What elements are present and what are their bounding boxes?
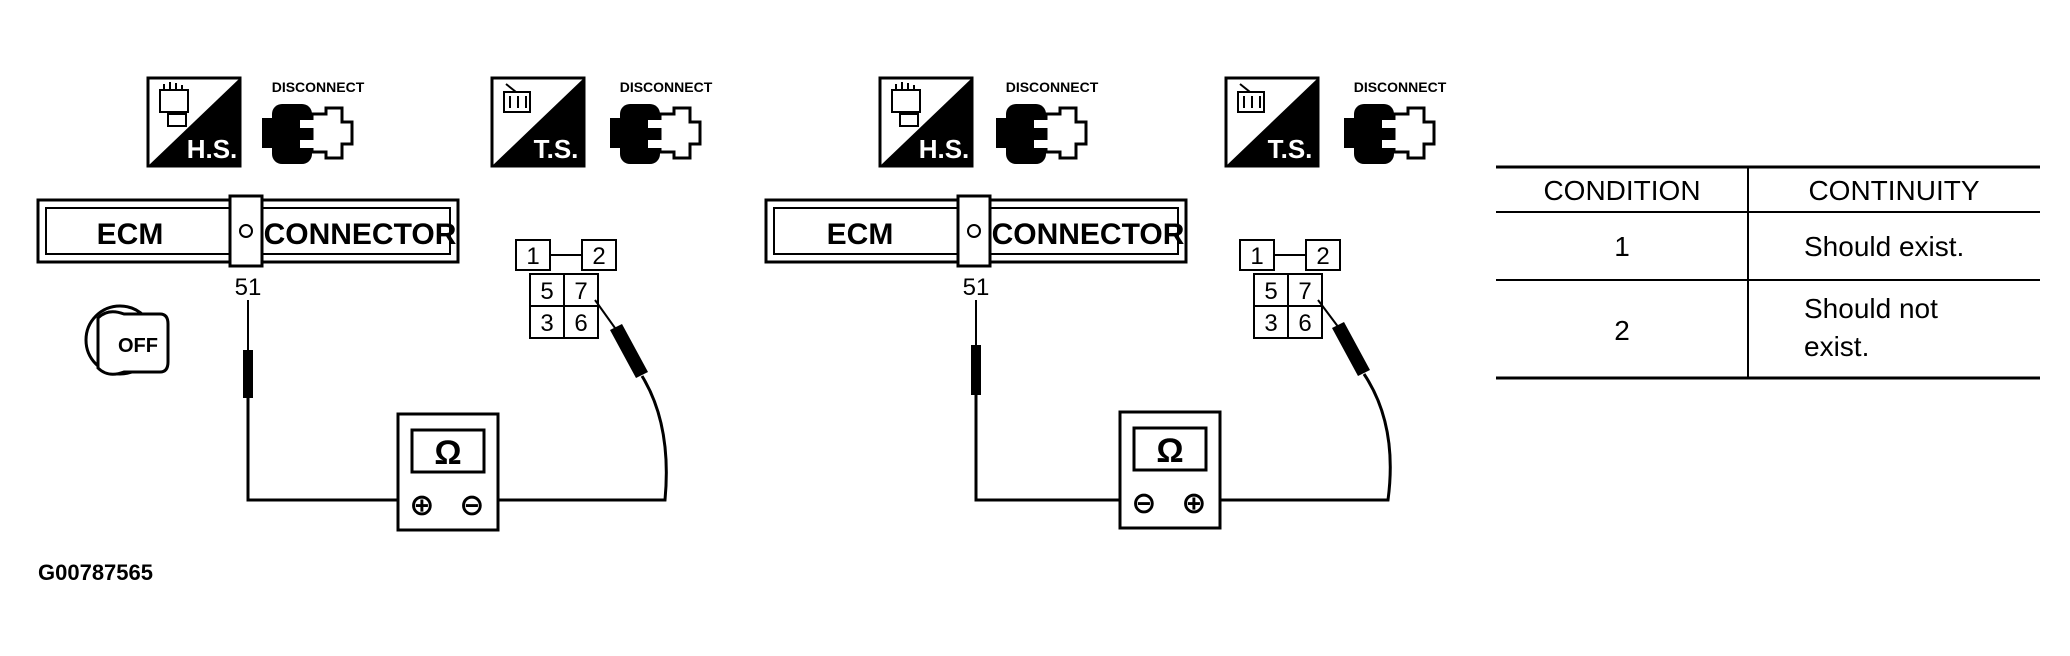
pin-label: 6 <box>1298 310 1311 337</box>
harness-connector: 1 2 5 7 3 6 <box>1239 239 1341 339</box>
pin-label: 3 <box>540 310 553 337</box>
disconnect-icon: DISCONNECT <box>610 79 713 164</box>
pin-label: 1 <box>1250 243 1263 270</box>
pin-label: 2 <box>1316 243 1329 270</box>
test-leads <box>243 299 668 502</box>
ignition-key-icon: OFF <box>84 304 170 376</box>
hand-icon <box>159 82 189 127</box>
ecm-connector: ECM CONNECTOR <box>764 194 1188 268</box>
hs-badge: H.S. <box>146 76 242 168</box>
disconnect-label: DISCONNECT <box>1354 79 1447 95</box>
ohmmeter: Ω ⊖ ⊕ <box>1118 410 1222 530</box>
table-header-continuity: CONTINUITY <box>1808 175 1979 206</box>
disconnect-icon: DISCONNECT <box>1344 79 1447 164</box>
table-cell-continuity: exist. <box>1804 331 1869 362</box>
ts-badge-label: T.S. <box>1268 134 1313 164</box>
harness-connector: 1 2 5 7 3 6 <box>515 239 617 339</box>
ecm-label: ECM <box>97 218 164 251</box>
hs-badge: H.S. <box>878 76 974 168</box>
meter-left-terminal: ⊕ <box>409 489 434 522</box>
ohm-symbol: Ω <box>1156 432 1183 470</box>
ohm-symbol: Ω <box>434 434 461 472</box>
table-cell-continuity: Should exist. <box>1804 231 1964 262</box>
disconnect-icon: DISCONNECT <box>996 79 1099 164</box>
hs-badge-label: H.S. <box>919 134 970 164</box>
pin-label: 1 <box>526 243 539 270</box>
ts-badge: T.S. <box>1224 76 1320 168</box>
pin-label: 3 <box>1264 310 1277 337</box>
disconnect-label: DISCONNECT <box>620 79 713 95</box>
table-cell-condition: 2 <box>1614 315 1630 346</box>
ecm-label: ECM <box>827 218 894 251</box>
plug-icon <box>1237 83 1265 113</box>
ts-badge-label: T.S. <box>534 134 579 164</box>
pin-label: 7 <box>574 278 587 305</box>
meter-right-terminal: ⊕ <box>1181 487 1206 520</box>
table-cell-continuity: Should not <box>1804 293 1938 324</box>
pin-label: 6 <box>574 310 587 337</box>
connector-label: CONNECTOR <box>264 218 457 251</box>
ohmmeter: Ω ⊕ ⊖ <box>396 412 500 532</box>
pin-label: 5 <box>540 278 553 305</box>
ignition-label: OFF <box>118 335 158 357</box>
ecm-connector: ECM CONNECTOR <box>36 194 460 268</box>
disconnect-icon: DISCONNECT <box>262 79 365 164</box>
ts-badge: T.S. <box>490 76 586 168</box>
diagram-right: H.S. DISCONNECT T.S. DISCONNECT <box>764 76 1447 530</box>
terminal-label: 51 <box>235 274 262 301</box>
meter-left-terminal: ⊖ <box>1131 487 1156 520</box>
plug-icon <box>503 83 531 113</box>
disconnect-label: DISCONNECT <box>272 79 365 95</box>
hand-icon <box>891 82 921 127</box>
table-header-condition: CONDITION <box>1543 175 1700 206</box>
table-cell-condition: 1 <box>1614 231 1630 262</box>
connector-label: CONNECTOR <box>992 218 1185 251</box>
pin-label: 2 <box>592 243 605 270</box>
pin-label: 5 <box>1264 278 1277 305</box>
test-leads <box>971 299 1392 502</box>
figure-id: G00787565 <box>38 560 153 585</box>
pin-label: 7 <box>1298 278 1311 305</box>
continuity-table: CONDITION CONTINUITY 1 Should exist. 2 S… <box>1496 165 2040 380</box>
terminal-label: 51 <box>963 274 990 301</box>
diagram-left: H.S. DISCONNECT T.S. DISCONNECT <box>36 76 713 532</box>
hs-badge-label: H.S. <box>187 134 238 164</box>
meter-right-terminal: ⊖ <box>459 489 484 522</box>
disconnect-label: DISCONNECT <box>1006 79 1099 95</box>
